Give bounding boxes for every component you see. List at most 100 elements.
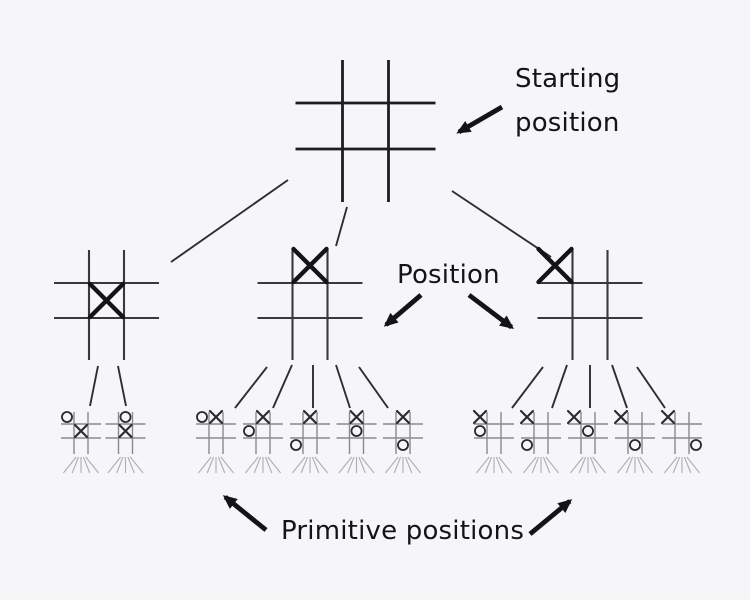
- o-mark: [521, 439, 533, 451]
- tree-edge: [335, 206, 348, 247]
- tree-edge: [335, 364, 351, 409]
- starting-position-label-line2: position: [515, 108, 620, 138]
- o-mark: [474, 425, 486, 437]
- o-mark: [196, 411, 208, 423]
- starting-position-label-line1: Starting: [515, 64, 621, 94]
- o-mark: [243, 425, 255, 437]
- expansion-fan: [475, 456, 513, 474]
- fan-line: [217, 456, 226, 474]
- fan-line: [531, 456, 540, 474]
- primitive-board-2-1: [196, 409, 236, 454]
- o-mark: [61, 411, 73, 423]
- o-mark: [690, 439, 702, 451]
- primitive-board-3-5: [660, 409, 702, 454]
- x-mark: [118, 423, 133, 439]
- tree-edge: [170, 179, 289, 263]
- fan-line: [686, 456, 701, 474]
- fan-line: [484, 456, 493, 474]
- fan-line: [311, 456, 320, 474]
- expansion-fan: [338, 456, 375, 474]
- fan-line: [636, 456, 645, 474]
- fan-line: [475, 456, 490, 474]
- fan-line: [220, 456, 235, 474]
- primitive-right-arrow: [528, 499, 573, 536]
- primitive-board-1-1: [61, 411, 101, 454]
- x-mark: [613, 409, 629, 425]
- fan-line: [107, 456, 122, 474]
- fan-line: [253, 456, 262, 474]
- fan-line: [314, 456, 329, 474]
- primitive-board-3-2: [519, 409, 561, 454]
- fan-line: [62, 456, 77, 474]
- x-mark: [536, 246, 574, 285]
- primitive-board-2-3: [290, 409, 330, 454]
- primitive-board-1-2: [105, 411, 146, 454]
- fan-line: [663, 456, 678, 474]
- position-board-center-x: [54, 250, 159, 360]
- x-mark: [255, 409, 271, 425]
- fan-line: [542, 456, 551, 474]
- fan-line: [592, 456, 607, 474]
- fan-line: [360, 456, 375, 474]
- fan-line: [498, 456, 513, 474]
- tree-edge: [611, 364, 628, 409]
- x-mark: [208, 409, 224, 425]
- fan-line: [127, 456, 135, 474]
- fan-line: [522, 456, 537, 474]
- primitive-board-3-3: [566, 409, 608, 454]
- primitive-board-2-2: [243, 409, 283, 454]
- x-mark: [660, 409, 676, 425]
- fan-line: [129, 456, 144, 474]
- o-mark: [629, 439, 641, 451]
- x-mark: [395, 409, 411, 425]
- expansion-fan: [663, 456, 701, 474]
- primitive-board-3-4: [613, 409, 655, 454]
- starting-position-label: Starting position: [515, 57, 620, 145]
- x-mark: [87, 281, 126, 320]
- fan-line: [358, 456, 366, 474]
- x-mark: [291, 246, 329, 285]
- fan-line: [683, 456, 692, 474]
- fan-line: [244, 456, 259, 474]
- fan-line: [407, 456, 422, 474]
- fan-line: [625, 456, 634, 474]
- expansion-fan: [291, 456, 329, 474]
- primitive-left-arrow: [222, 495, 268, 532]
- fan-line: [404, 456, 413, 474]
- fan-line: [85, 456, 100, 474]
- position-label: Position: [397, 260, 500, 290]
- position-board-top-left-x: [536, 246, 643, 360]
- expansion-fan: [384, 456, 422, 474]
- x-mark: [566, 409, 582, 425]
- fan-line: [616, 456, 631, 474]
- x-mark: [73, 423, 89, 439]
- fan-line: [206, 456, 215, 474]
- fan-line: [267, 456, 282, 474]
- fan-line: [384, 456, 399, 474]
- primitive-board-2-4: [336, 409, 377, 454]
- o-mark: [119, 411, 132, 423]
- fan-line: [569, 456, 584, 474]
- tree-edge: [234, 366, 268, 409]
- expansion-fan: [107, 456, 144, 474]
- tree-edge: [636, 366, 666, 409]
- fan-line: [639, 456, 654, 474]
- tree-edge: [358, 366, 389, 409]
- fan-line: [71, 456, 80, 474]
- expansion-fan: [62, 456, 100, 474]
- o-mark: [582, 425, 594, 437]
- tree-edge: [117, 365, 127, 407]
- x-mark: [472, 409, 488, 425]
- x-mark: [302, 409, 318, 425]
- fan-line: [116, 456, 124, 474]
- fan-line: [393, 456, 402, 474]
- o-mark: [350, 425, 363, 437]
- expansion-fan: [197, 456, 235, 474]
- position-board-top-middle-x: [257, 246, 363, 360]
- tree-edge: [451, 190, 552, 258]
- fan-line: [197, 456, 212, 474]
- fan-line: [589, 456, 598, 474]
- starting-arrow: [456, 104, 504, 135]
